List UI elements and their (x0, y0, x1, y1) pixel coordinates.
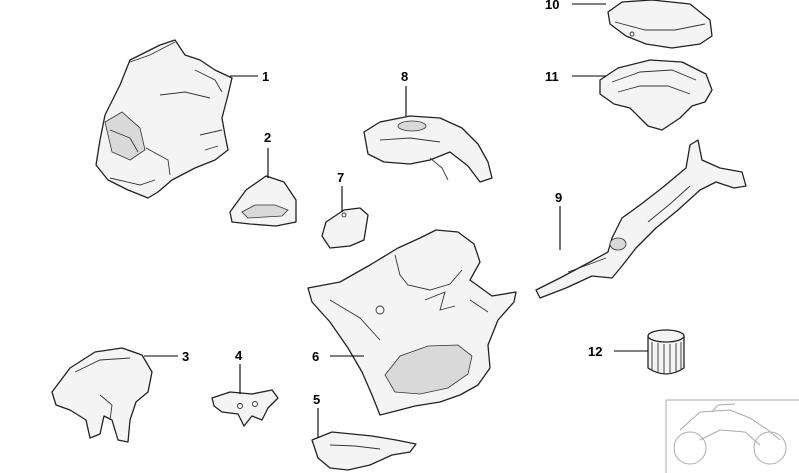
part-12-cylinder-filter (647, 329, 685, 375)
part-9-frame-rail (535, 139, 747, 299)
part-4-bracket (211, 389, 279, 427)
callout-6: 6 (312, 349, 319, 364)
callout-10: 10 (545, 0, 559, 12)
callout-8: 8 (401, 69, 408, 84)
motorcycle-thumbnail (665, 399, 799, 473)
part-3-front-mudguard (51, 347, 153, 443)
callout-4: 4 (235, 348, 243, 363)
callout-2: 2 (264, 130, 271, 145)
leader-lines (144, 3, 648, 438)
callout-11: 11 (545, 69, 559, 84)
part-2-small-cover (229, 175, 297, 227)
part-1-front-fairing (95, 39, 233, 199)
part-10-top-cover (607, 0, 713, 49)
part-8-tank-cover (363, 115, 493, 183)
callout-3: 3 (182, 349, 189, 364)
callout-7: 7 (337, 170, 344, 185)
callout-12: 12 (588, 344, 602, 359)
callout-9: 9 (555, 190, 562, 205)
part-7-cover-plate (321, 207, 369, 249)
part-11-frame-housing (599, 59, 713, 131)
callout-5: 5 (313, 392, 320, 407)
callout-1: 1 (262, 69, 269, 84)
callout-labels: 1 2 3 4 5 6 7 8 9 10 11 12 (182, 0, 602, 407)
part-6-side-panel (307, 229, 517, 416)
part-5-lower-trim (311, 431, 417, 471)
